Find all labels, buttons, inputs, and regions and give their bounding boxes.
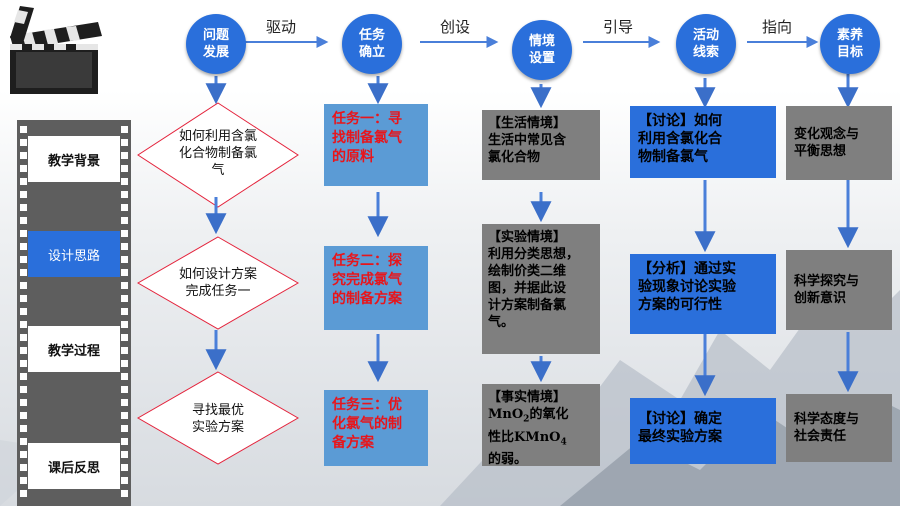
film-hole — [20, 165, 27, 172]
film-hole — [121, 256, 128, 263]
task-box: 任务二：探 究完成氯气 的制备方案 — [324, 246, 428, 330]
film-hole — [121, 165, 128, 172]
film-hole — [121, 360, 128, 367]
film-hole — [121, 308, 128, 315]
sidebar-item-post-reflection[interactable]: 课后反思 — [28, 443, 120, 489]
film-hole — [20, 477, 27, 484]
film-hole — [121, 204, 128, 211]
film-hole — [121, 438, 128, 445]
film-hole — [121, 321, 128, 328]
film-hole — [20, 178, 27, 185]
circle-activity-clue: 活动 线索 — [676, 14, 736, 74]
film-hole — [121, 243, 128, 250]
question-diamond — [136, 236, 300, 330]
goal-change-balance: 变化观念与 平衡思想 — [786, 106, 892, 180]
film-hole — [121, 230, 128, 237]
film-hole — [20, 373, 27, 380]
film-hole — [20, 386, 27, 393]
sidebar-item-design-idea[interactable]: 设计思路 — [28, 231, 120, 277]
film-hole — [121, 191, 128, 198]
film-hole — [121, 490, 128, 497]
film-strip — [17, 120, 131, 506]
circle-problem-development: 问题 发展 — [186, 14, 246, 74]
question-diamond — [136, 371, 300, 465]
scene-fact: 【事实情境】 MnO2的氧化 性比KMnO4 的弱。 — [482, 384, 600, 468]
scene-fact-line2: 性比KMnO4 — [488, 429, 567, 448]
film-hole — [20, 451, 27, 458]
activity-discuss-1: 【讨论】如何 利用含氯化合 物制备氯气 — [630, 106, 776, 178]
film-hole — [20, 191, 27, 198]
film-hole — [20, 243, 27, 250]
circle-task-establishment: 任务 确立 — [342, 14, 402, 74]
verb-label-create: 创设 — [440, 18, 471, 36]
film-hole — [20, 282, 27, 289]
film-hole — [121, 334, 128, 341]
film-hole — [121, 477, 128, 484]
activity-discuss-2: 【讨论】确定 最终实验方案 — [630, 398, 776, 464]
film-hole — [20, 126, 27, 133]
clapperboard-icon — [10, 6, 102, 94]
task-box: 任务三：优 化氯气的制 备方案 — [324, 390, 428, 466]
film-hole — [20, 295, 27, 302]
film-hole — [121, 282, 128, 289]
film-hole — [20, 217, 27, 224]
film-hole — [121, 295, 128, 302]
film-hole — [20, 230, 27, 237]
scene-life: 【生活情境】 生活中常见含 氯化合物 — [482, 110, 600, 180]
film-hole — [20, 464, 27, 471]
film-hole — [121, 178, 128, 185]
sidebar-item-teaching-process[interactable]: 教学过程 — [28, 326, 120, 372]
film-hole — [121, 152, 128, 159]
film-hole — [20, 321, 27, 328]
film-hole — [20, 490, 27, 497]
film-hole — [20, 347, 27, 354]
verb-label-drive: 驱动 — [266, 18, 297, 36]
verb-label-guide: 引导 — [603, 18, 634, 36]
goal-inquiry-innovation: 科学探究与 创新意识 — [786, 250, 892, 330]
question-text: 如何利用含氯 化合物制备氯 气 — [178, 128, 257, 178]
activity-analyze: 【分析】通过实 验现象讨论实验 方案的可行性 — [630, 254, 776, 334]
verb-label-point: 指向 — [762, 18, 793, 36]
film-hole — [20, 412, 27, 419]
film-hole — [121, 126, 128, 133]
film-hole — [121, 373, 128, 380]
film-hole — [121, 386, 128, 393]
film-hole — [20, 269, 27, 276]
film-hole — [20, 438, 27, 445]
film-hole — [20, 399, 27, 406]
scene-fact-line3: 的弱。 — [488, 452, 528, 468]
circle-scenario-setting: 情境 设置 — [512, 20, 572, 80]
question-text: 寻找最优 实验方案 — [191, 403, 244, 435]
film-hole — [121, 269, 128, 276]
film-hole — [20, 139, 27, 146]
film-hole — [20, 256, 27, 263]
sidebar-item-teaching-background[interactable]: 教学背景 — [28, 136, 120, 182]
film-hole — [121, 347, 128, 354]
film-hole — [121, 464, 128, 471]
film-hole — [121, 425, 128, 432]
question-diamond — [137, 102, 299, 208]
task-box: 任务一：寻 找制备氯气 的原料 — [324, 104, 428, 186]
film-hole — [121, 451, 128, 458]
film-hole — [20, 152, 27, 159]
scene-experiment: 【实验情境】 利用分类思想， 绘制价类二维 图，并据此设 计方案制备氯 气。 — [482, 224, 600, 354]
film-hole — [20, 204, 27, 211]
film-hole — [121, 217, 128, 224]
film-hole — [20, 360, 27, 367]
film-hole — [121, 399, 128, 406]
film-hole — [121, 412, 128, 419]
circle-literacy-goal: 素养 目标 — [820, 14, 880, 74]
film-hole — [20, 334, 27, 341]
film-hole — [121, 139, 128, 146]
film-hole — [20, 308, 27, 315]
scene-fact-title: 【事实情境】 — [488, 390, 567, 405]
goal-attitude-responsibility: 科学态度与 社会责任 — [786, 394, 892, 462]
question-text: 如何设计方案 完成任务一 — [178, 267, 257, 299]
scene-fact-line1: MnO2的氧化 — [488, 407, 569, 425]
film-hole — [20, 425, 27, 432]
